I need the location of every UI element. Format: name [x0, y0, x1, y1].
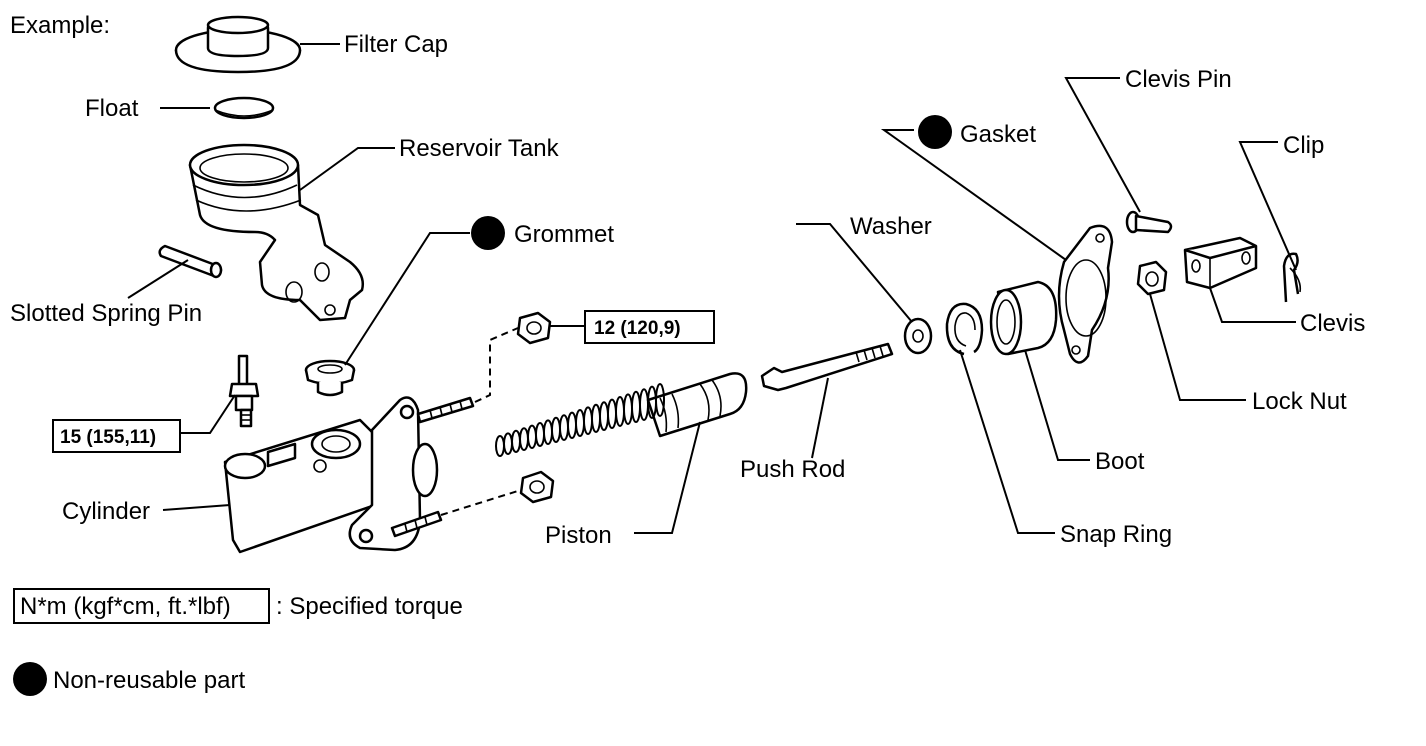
filter-cap-part [174, 15, 302, 74]
piston-leader [634, 421, 701, 534]
spring-coil [607, 398, 617, 429]
spring-coil [599, 401, 609, 432]
union-torque-box [52, 419, 181, 453]
lock-nut-label: Lock Nut [1252, 388, 1347, 415]
spring-coil [511, 429, 521, 453]
spring-coil [575, 409, 585, 437]
push-rod-label: Push Rod [740, 456, 845, 483]
spring-coil [551, 416, 561, 443]
cylinder-leader [162, 504, 231, 511]
spring-coil [519, 427, 529, 452]
float-label: Float [85, 95, 139, 122]
union-torque-leader [180, 394, 236, 434]
spring-coil [543, 419, 553, 446]
slotted-spring-pin-leader [127, 259, 189, 299]
spring-coil [495, 435, 505, 457]
push-rod-part [760, 342, 894, 392]
lock-nut-part [1136, 260, 1168, 296]
gasket-label: Gasket [960, 121, 1036, 148]
push-rod-leader [811, 377, 829, 459]
spring-coil [615, 396, 625, 427]
washer-label: Washer [850, 213, 932, 240]
spring-coil [623, 393, 633, 426]
legend-torque-box [13, 588, 270, 624]
clevis-part [1183, 236, 1258, 290]
spring-coil [583, 406, 593, 436]
filter-cap-label: Filter Cap [344, 31, 448, 58]
snap-ring-label: Snap Ring [1060, 521, 1172, 548]
union-torque-label: 15 (155,11) [60, 427, 156, 448]
snap-ring-leader [959, 349, 1055, 534]
legend-non-reusable-text: Non-reusable part [53, 667, 245, 694]
boot-label: Boot [1095, 448, 1145, 475]
clip-label: Clip [1283, 132, 1324, 159]
gasket-part [1057, 224, 1114, 364]
union-fitting-part [228, 354, 260, 428]
slotted-spring-pin-part [158, 244, 223, 279]
grommet-non-reusable-marker [471, 216, 505, 250]
reservoir-tank-leader [299, 147, 395, 191]
legend-torque-text: : Specified torque [276, 593, 463, 620]
clevis-pin-part [1125, 210, 1173, 234]
washer-leader [796, 223, 913, 323]
spring-coil [591, 403, 601, 433]
spring-coil [535, 422, 545, 447]
spring-coil [567, 411, 577, 439]
legend-non-reusable-marker [13, 662, 47, 696]
boot-part [989, 280, 1058, 356]
grommet-label: Grommet [514, 221, 614, 248]
gasket-non-reusable-marker [918, 115, 952, 149]
nut-lower-dashed-line [440, 489, 522, 516]
reservoir-tank-label: Reservoir Tank [399, 135, 560, 162]
nut-upper-dashed-line [474, 327, 519, 403]
boot-leader [1024, 349, 1090, 461]
cylinder-label: Cylinder [62, 498, 150, 525]
gasket-leader [880, 129, 1067, 261]
nut-torque-label: 12 (120,9) [594, 318, 681, 339]
lock-nut-leader [1149, 293, 1246, 401]
grommet-leader [344, 232, 470, 366]
washer-part [903, 317, 933, 355]
clevis-pin-label: Clevis Pin [1125, 66, 1232, 93]
float-part [213, 96, 275, 120]
spring-coil [559, 414, 569, 442]
nut-torque-box [584, 310, 715, 344]
spring-coil [527, 424, 537, 449]
spring-coil [639, 388, 649, 422]
piston-part [646, 372, 748, 438]
nut-upper-part [516, 311, 552, 345]
legend-torque-units: N*m (kgf*cm, ft.*lbf) [20, 593, 231, 620]
clevis-label: Clevis [1300, 310, 1365, 337]
reservoir-tank-part [188, 143, 364, 322]
spring-coil [503, 432, 513, 456]
cylinder-part [223, 396, 475, 554]
nut-lower-part [519, 470, 555, 504]
piston-label: Piston [545, 522, 612, 549]
spring-coil [631, 390, 641, 423]
clevis-leader [1209, 287, 1296, 323]
spring-coil [655, 383, 665, 417]
slotted-spring-pin-label: Slotted Spring Pin [10, 300, 202, 327]
snap-ring-part [945, 302, 984, 356]
clevis-pin-leader [1064, 77, 1141, 213]
example-label: Example: [10, 12, 110, 39]
grommet-part [304, 359, 356, 397]
clip-leader [1238, 141, 1297, 271]
piston-spring-part [495, 383, 665, 457]
